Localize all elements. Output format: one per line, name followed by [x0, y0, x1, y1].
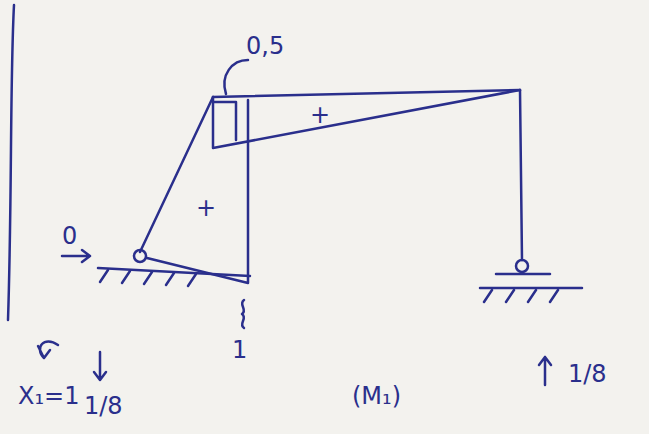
- brace: [242, 300, 244, 328]
- leader-line: [224, 60, 248, 94]
- reaction-label: 1/8: [84, 394, 123, 418]
- ground-line: [480, 287, 582, 290]
- beam-member: [213, 90, 520, 97]
- horizontal-reaction-arrow: [62, 250, 90, 262]
- vertical-reaction-arrow: [539, 357, 551, 385]
- reaction-label: 1/8: [568, 362, 607, 386]
- vertical-reaction-arrow: [94, 352, 106, 380]
- beam-moment-area: [213, 90, 520, 148]
- right-column: [520, 90, 522, 260]
- value-label: 1: [232, 338, 247, 362]
- sign-label: +: [196, 196, 216, 220]
- page-bracket: [8, 5, 14, 320]
- ground-hatch: [100, 270, 196, 286]
- roller-support: [516, 260, 528, 272]
- joint-square: [213, 102, 236, 140]
- moment-arrow: [38, 341, 58, 358]
- roller-line: [496, 273, 550, 276]
- sign-label: +: [310, 103, 330, 127]
- pin-support: [134, 250, 146, 262]
- left-moment-area: [147, 100, 248, 283]
- diagram-title: (M₁): [352, 384, 401, 408]
- value-label: 0,5: [246, 34, 284, 58]
- value-label: 0: [62, 224, 77, 248]
- inclined-member: [140, 97, 213, 252]
- ground-hatch: [484, 290, 558, 302]
- unknown-label: X₁=1: [18, 384, 79, 408]
